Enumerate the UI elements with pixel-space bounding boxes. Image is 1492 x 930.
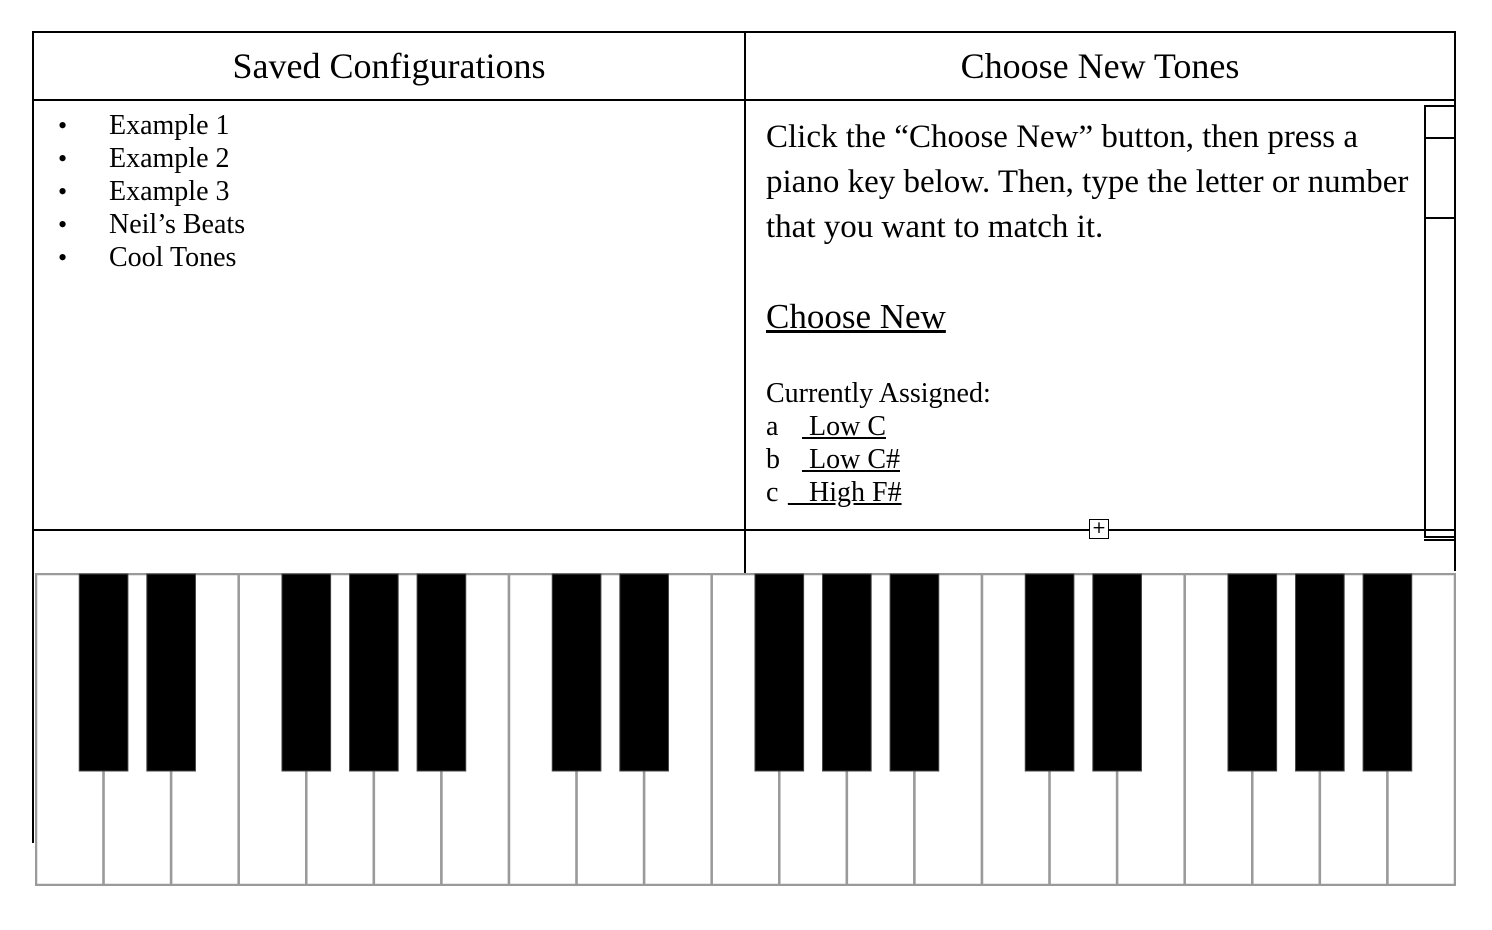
piano-black-key[interactable] <box>349 573 399 772</box>
table-left-border-extension <box>32 571 34 843</box>
assignment-key: c <box>766 477 779 508</box>
config-item-label: Example 1 <box>109 110 230 141</box>
piano-black-key[interactable] <box>1092 573 1142 772</box>
piano-black-key[interactable] <box>1362 573 1413 772</box>
assignment-row: c _ High F# <box>766 476 1416 509</box>
scroll-frame-tick <box>1426 137 1456 139</box>
piano-black-key[interactable] <box>146 573 196 772</box>
body-row-divider <box>34 529 1454 531</box>
piano-keyboard <box>35 573 1456 886</box>
piano-black-key[interactable] <box>1024 573 1075 772</box>
config-item[interactable]: • Example 1 <box>54 109 245 142</box>
choose-new-tones-cell: Click the “Choose New” button, then pres… <box>766 115 1416 509</box>
table-move-handle-icon[interactable]: + <box>1089 519 1109 539</box>
config-item[interactable]: • Neil’s Beats <box>54 208 245 241</box>
assignment-row: b Low C# <box>766 443 1416 476</box>
assignment-row: a Low C <box>766 410 1416 443</box>
piano-black-key[interactable] <box>78 573 129 772</box>
config-item[interactable]: • Example 3 <box>54 175 245 208</box>
choose-new-button[interactable]: Choose New <box>766 297 946 336</box>
bullet-icon: • <box>58 144 68 173</box>
bullet-icon: • <box>58 111 68 140</box>
bullet-icon: • <box>58 177 68 206</box>
bullet-icon: • <box>58 210 68 239</box>
piano-black-key[interactable] <box>619 573 669 772</box>
assignment-note-link[interactable]: Low C# <box>802 444 900 475</box>
piano-black-key[interactable] <box>822 573 872 772</box>
bullet-icon: • <box>58 243 68 272</box>
piano-black-key[interactable] <box>1227 573 1278 772</box>
config-item[interactable]: • Example 2 <box>54 142 245 175</box>
assignment-key: b <box>766 444 780 475</box>
piano-black-key[interactable] <box>281 573 332 772</box>
instructions-text: Click the “Choose New” button, then pres… <box>766 119 1409 245</box>
config-item[interactable]: • Cool Tones <box>54 241 245 274</box>
piano-black-key[interactable] <box>1295 573 1345 772</box>
piano-keys-svg <box>35 573 1456 886</box>
piano-black-key[interactable] <box>754 573 805 772</box>
saved-configurations-list: • Example 1 • Example 2 • Example 3 • Ne… <box>54 109 245 274</box>
scroll-frame-bottom-edge <box>1424 539 1456 541</box>
saved-configurations-header: Saved Configurations <box>232 46 546 86</box>
piano-black-key[interactable] <box>416 573 467 772</box>
choose-new-tones-header: Choose New Tones <box>960 46 1240 86</box>
assignment-note-link[interactable]: _ High F# <box>788 477 902 508</box>
assignment-key: a <box>766 411 779 442</box>
assignment-note-link[interactable]: Low C <box>802 411 886 442</box>
scroll-frame-tick <box>1426 217 1456 219</box>
config-item-label: Cool Tones <box>109 242 237 273</box>
piano-black-key[interactable] <box>889 573 940 772</box>
scroll-frame[interactable] <box>1424 105 1456 538</box>
currently-assigned-label: Currently Assigned: <box>766 378 991 409</box>
config-item-label: Example 2 <box>109 143 230 174</box>
config-item-label: Neil’s Beats <box>109 209 246 240</box>
configuration-table: Saved Configurations Choose New Tones • … <box>32 31 1456 573</box>
column-divider <box>744 33 746 573</box>
header-row-divider <box>34 99 1454 101</box>
config-item-label: Example 3 <box>109 176 230 207</box>
piano-black-key[interactable] <box>551 573 602 772</box>
